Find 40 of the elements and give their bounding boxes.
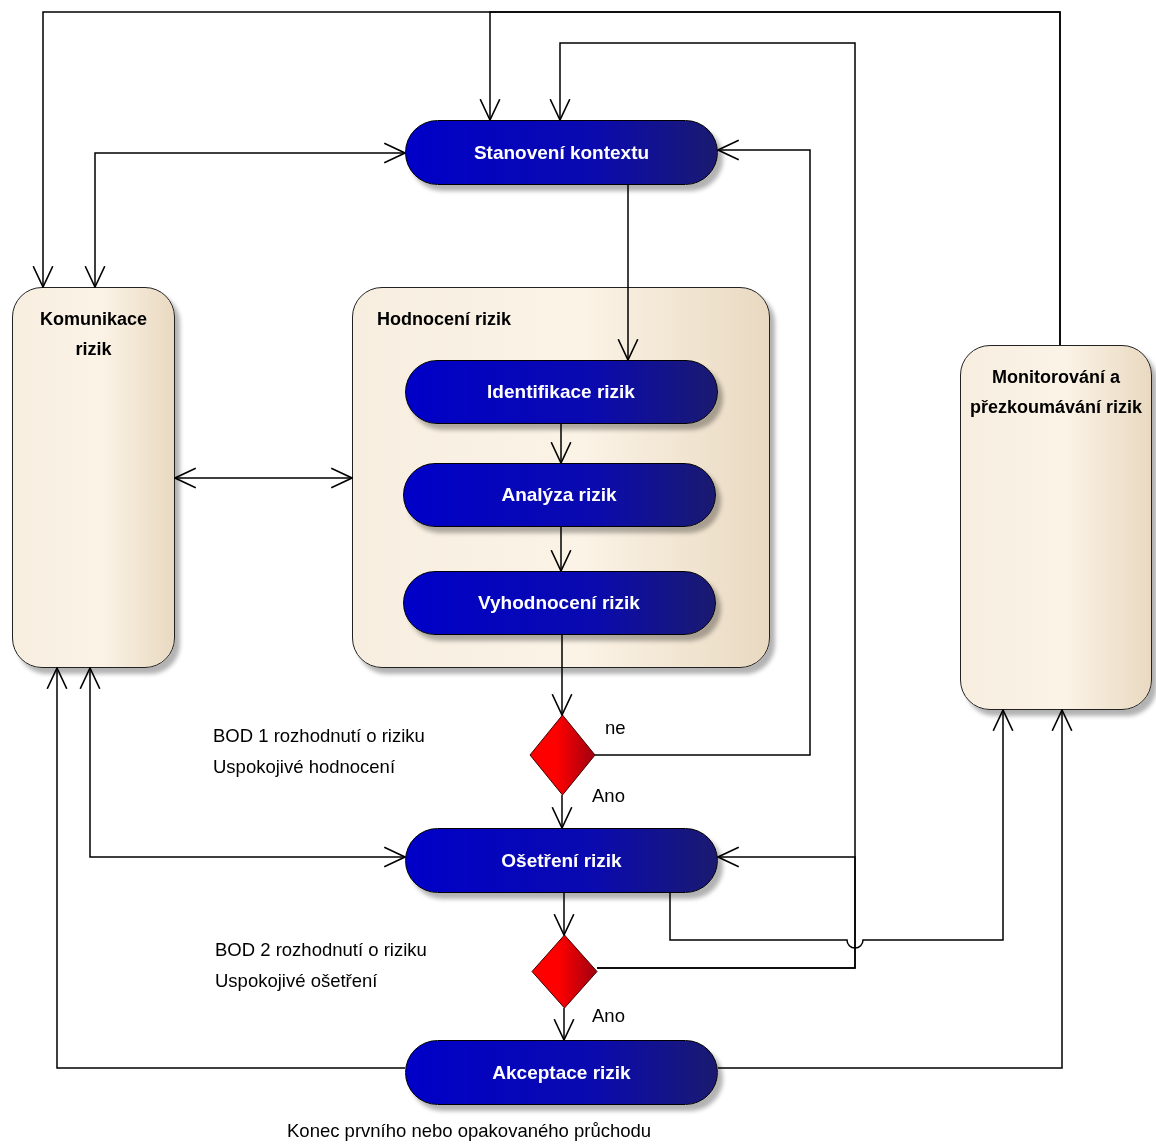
arrow (596, 846, 856, 969)
process-box (405, 120, 718, 185)
node-caption: Uspokojivé hodnocení (213, 755, 396, 779)
group-panel (352, 287, 770, 668)
arrow (550, 526, 572, 572)
node-label: Analýza rizik (501, 483, 617, 506)
arrow (174, 467, 353, 489)
arrow (479, 11, 1061, 346)
arrow (617, 184, 639, 361)
lane-panel (960, 345, 1152, 710)
node-label: Ošetření rizik (501, 849, 622, 872)
node-label: Akceptace rizik (492, 1061, 631, 1084)
arrow (46, 667, 406, 1069)
arrow (79, 667, 406, 868)
arrow (551, 634, 573, 716)
process-box (405, 828, 718, 893)
node-caption: BOD 1 rozhodnutí o riziku (213, 724, 425, 748)
node-label: Stanovení kontextu (473, 141, 650, 164)
arrow (551, 794, 573, 829)
arrow (553, 892, 575, 936)
arrow (550, 423, 572, 464)
node-caption: Uspokojivé ošetření (215, 969, 378, 993)
arrow (84, 142, 406, 288)
process-box (404, 359, 718, 424)
node-label: Hodnocení rizik (377, 308, 511, 331)
lane-panel (12, 287, 175, 668)
arrow (669, 709, 1014, 949)
node-caption: Konec prvního nebo opakovaného průchodu (287, 1119, 652, 1143)
node-label: Komunikace rizik (38, 308, 148, 361)
process-box (402, 570, 716, 635)
node-caption: BOD 2 rozhodnutí o riziku (215, 938, 427, 962)
arrow (553, 1007, 575, 1041)
process-box (402, 462, 716, 527)
process-box (405, 1040, 718, 1105)
node-label: Monitorování a přezkoumávání rizik (968, 366, 1144, 419)
decision-diamond (532, 935, 597, 1008)
node-label: Vyhodnocení rizik (478, 591, 640, 614)
arrow (717, 709, 1073, 1069)
arrow (594, 139, 811, 756)
node-label: Identifikace rizik (487, 380, 635, 403)
